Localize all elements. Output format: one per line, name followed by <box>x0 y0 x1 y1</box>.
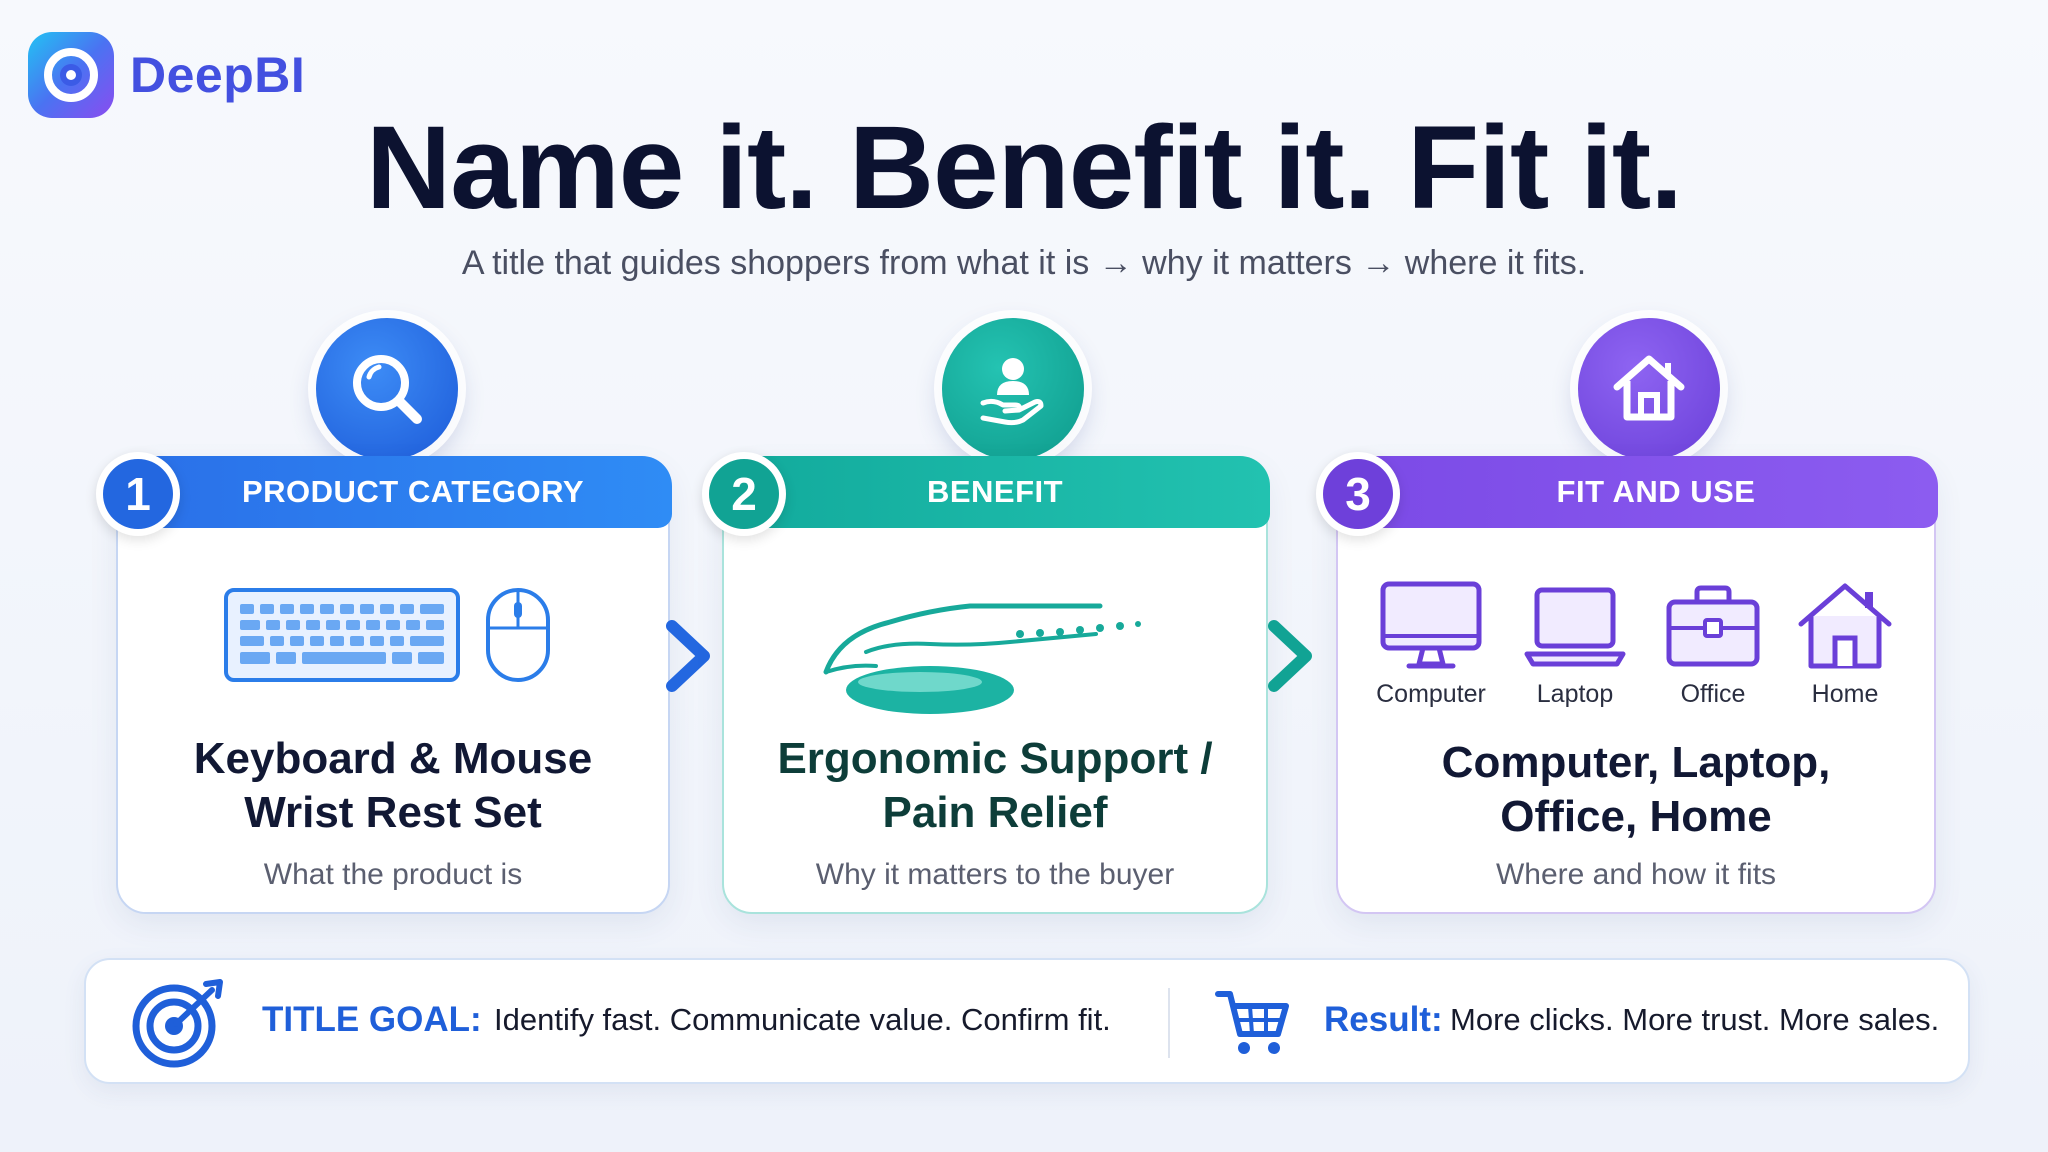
step-title-line: Keyboard & Mouse <box>193 734 593 783</box>
briefcase-icon <box>1666 585 1760 667</box>
monitor-icon <box>1380 581 1482 669</box>
goal-text: Identify fast. Communicate value. Confir… <box>494 1002 1111 1037</box>
use-item-home: Home <box>1780 580 1910 709</box>
step-title: Keyboard & Mouse Wrist Rest Set <box>118 732 668 840</box>
step-header: PRODUCT CATEGORY <box>114 456 672 528</box>
step-card-fit-and-use: FIT AND USE 3 Computer Laptop Office <box>1316 452 1938 914</box>
step-title-line: Ergonomic Support / <box>777 734 1213 783</box>
brand-logo: DeepBI <box>28 32 305 118</box>
shopping-cart-icon <box>1215 991 1289 1054</box>
search-icon <box>316 318 458 460</box>
step-title: Ergonomic Support / Pain Relief <box>724 732 1266 840</box>
step-card-benefit: BENEFIT 2 Ergonomic Support / Pain Relie… <box>702 452 1270 914</box>
chevron-right-icon <box>1268 620 1312 692</box>
wrist-rest-icon <box>823 603 1141 714</box>
step-number: 2 <box>709 459 779 529</box>
use-item-office: Office <box>1648 580 1778 709</box>
laptop-icon <box>1524 587 1626 667</box>
use-label: Home <box>1811 680 1879 708</box>
keyboard-mouse-icon <box>224 588 550 682</box>
step-header: FIT AND USE <box>1334 456 1938 528</box>
step-description: Where and how it fits <box>1495 858 1777 891</box>
brand-name: DeepBI <box>130 47 306 103</box>
step-number-badge: 2 <box>702 452 786 536</box>
result-text: More clicks. More trust. More sales. <box>1450 1002 1940 1037</box>
summary-bar: TITLE GOAL: Identify fast. Communicate v… <box>84 958 1970 1084</box>
house-icon <box>1578 318 1720 460</box>
chevron-right-icon <box>666 620 710 692</box>
step-number: 3 <box>1323 459 1393 529</box>
step-description: Why it matters to the buyer <box>815 858 1175 891</box>
target-icon <box>132 979 223 1068</box>
use-label: Laptop <box>1536 680 1614 708</box>
step-header: BENEFIT <box>720 456 1270 528</box>
step-title-line: Computer, Laptop, <box>1441 738 1831 787</box>
step-title-line: Pain Relief <box>882 788 1108 837</box>
result-label: Result: <box>1324 1000 1443 1039</box>
step-number: 1 <box>103 459 173 529</box>
home-icon <box>1798 583 1892 669</box>
step-title: Computer, Laptop, Office, Home <box>1338 736 1934 844</box>
logo-icon <box>28 32 114 118</box>
divider <box>1168 988 1170 1058</box>
step-description: What the product is <box>263 858 523 891</box>
step-title-line: Wrist Rest Set <box>244 788 542 837</box>
use-label: Computer <box>1376 680 1486 708</box>
use-item-computer: Computer <box>1366 580 1496 709</box>
use-label: Office <box>1680 680 1746 708</box>
step-number-badge: 1 <box>96 452 180 536</box>
use-item-laptop: Laptop <box>1510 580 1640 709</box>
step-title-line: Office, Home <box>1500 792 1772 841</box>
goal-label: TITLE GOAL: <box>262 1000 482 1039</box>
headline: Name it. Benefit it. Fit it. <box>366 102 1683 234</box>
subtitle: A title that guides shoppers from what i… <box>461 244 1587 282</box>
hand-care-icon <box>942 318 1084 460</box>
step-card-product-category: PRODUCT CATEGORY 1 Keyboard & Mouse Wris… <box>96 452 672 914</box>
step-number-badge: 3 <box>1316 452 1400 536</box>
